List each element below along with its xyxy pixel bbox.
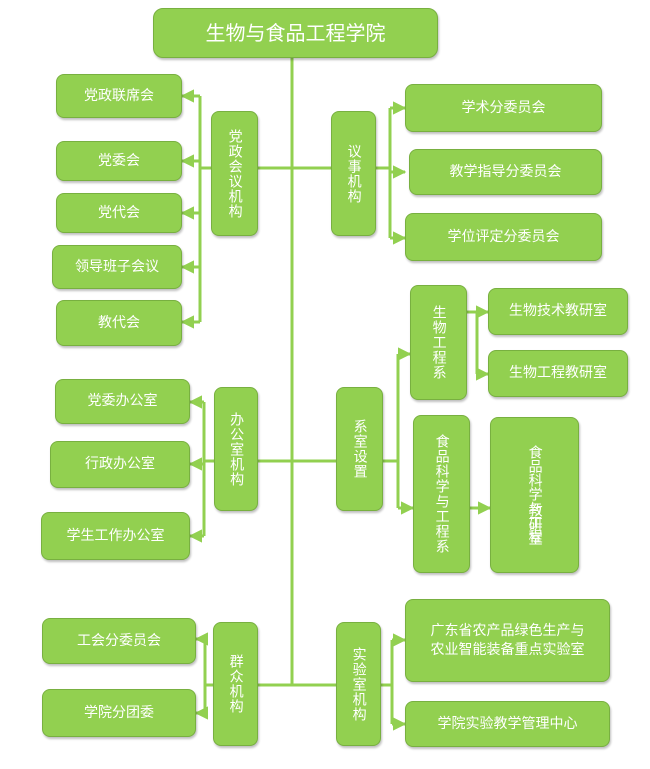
deliberative-item-label: 学位评定分委员会 <box>447 228 560 245</box>
youth-league-committee: 学院分团委 <box>42 689 196 737</box>
key-laboratory: 广东省农产品绿色生产与 农业智能装备重点实验室 <box>405 599 610 682</box>
bio-room-label: 生物技术教研室 <box>509 303 607 320</box>
college-title-box: 生物与食品工程学院 <box>153 8 438 58</box>
teaching-guidance-subcommittee: 教学指导分委员会 <box>409 149 602 195</box>
office-item-label: 行政办公室 <box>85 456 155 473</box>
party-item-label: 领导班子会议 <box>75 258 159 275</box>
experimental-teaching-center: 学院实验教学管理中心 <box>405 701 610 747</box>
mass-organization-group: 群众机构 <box>213 622 258 746</box>
college-title: 生物与食品工程学院 <box>205 21 386 45</box>
teaching-center-label: 学院实验教学管理中心 <box>437 715 578 732</box>
union-subcommittee: 工会分委员会 <box>42 618 196 664</box>
party-committee-office: 党委办公室 <box>55 379 190 424</box>
food-room-label-col1: 食品科学与工程 <box>526 445 543 543</box>
degree-evaluation-subcommittee: 学位评定分委员会 <box>405 213 602 261</box>
party-item-label: 教代会 <box>98 314 140 331</box>
bio-dept-label: 生物工程系 <box>430 305 447 380</box>
party-meeting-group-label: 党政会议机构 <box>226 128 243 219</box>
deliberative-group-label: 议事机构 <box>345 143 362 204</box>
party-meeting-group: 党政会议机构 <box>211 111 258 236</box>
department-group: 系室设置 <box>336 387 383 511</box>
food-dept-label: 食品科学与工程系 <box>433 434 450 554</box>
department-group-label: 系室设置 <box>351 419 368 479</box>
bioeng-teaching-room: 生物工程教研室 <box>488 350 628 397</box>
deliberative-item-label: 教学指导分委员会 <box>449 163 562 180</box>
party-item-joint-meeting: 党政联席会 <box>56 74 182 118</box>
food-science-teaching-room: 食品科学与工程 教研室 <box>490 417 579 573</box>
mass-item-label: 学院分团委 <box>84 704 154 721</box>
biotech-teaching-room: 生物技术教研室 <box>488 288 628 335</box>
lab-group-label: 实验室机构 <box>350 646 367 722</box>
office-item-label: 党委办公室 <box>87 393 158 410</box>
party-item-committee: 党委会 <box>56 141 182 181</box>
food-science-dept: 食品科学与工程系 <box>413 415 470 573</box>
party-item-congress: 党代会 <box>56 193 182 233</box>
administrative-office: 行政办公室 <box>50 441 190 488</box>
deliberative-item-label: 学术分委员会 <box>461 99 546 116</box>
deliberative-group: 议事机构 <box>331 111 376 236</box>
office-item-label: 学生工作办公室 <box>66 527 165 544</box>
party-item-staff-congress: 教代会 <box>56 300 182 346</box>
office-group: 办公室机构 <box>214 387 258 511</box>
party-item-label: 党政联席会 <box>84 87 154 104</box>
party-item-label: 党代会 <box>98 204 140 221</box>
mass-item-label: 工会分委员会 <box>77 632 161 649</box>
academic-subcommittee: 学术分委员会 <box>405 84 602 132</box>
bio-engineering-dept: 生物工程系 <box>410 285 467 400</box>
party-item-label: 党委会 <box>98 152 140 169</box>
key-lab-line1: 广东省农产品绿色生产与 <box>430 623 585 640</box>
key-lab-line2: 农业智能装备重点实验室 <box>430 641 585 658</box>
office-group-label: 办公室机构 <box>228 411 245 487</box>
lab-group: 实验室机构 <box>336 622 381 746</box>
party-item-leadership: 领导班子会议 <box>52 245 182 289</box>
food-room-label-col2: 教研室 <box>526 503 543 545</box>
mass-group-label: 群众机构 <box>227 654 244 714</box>
student-affairs-office: 学生工作办公室 <box>41 512 190 560</box>
bio-room-label: 生物工程教研室 <box>509 365 607 382</box>
